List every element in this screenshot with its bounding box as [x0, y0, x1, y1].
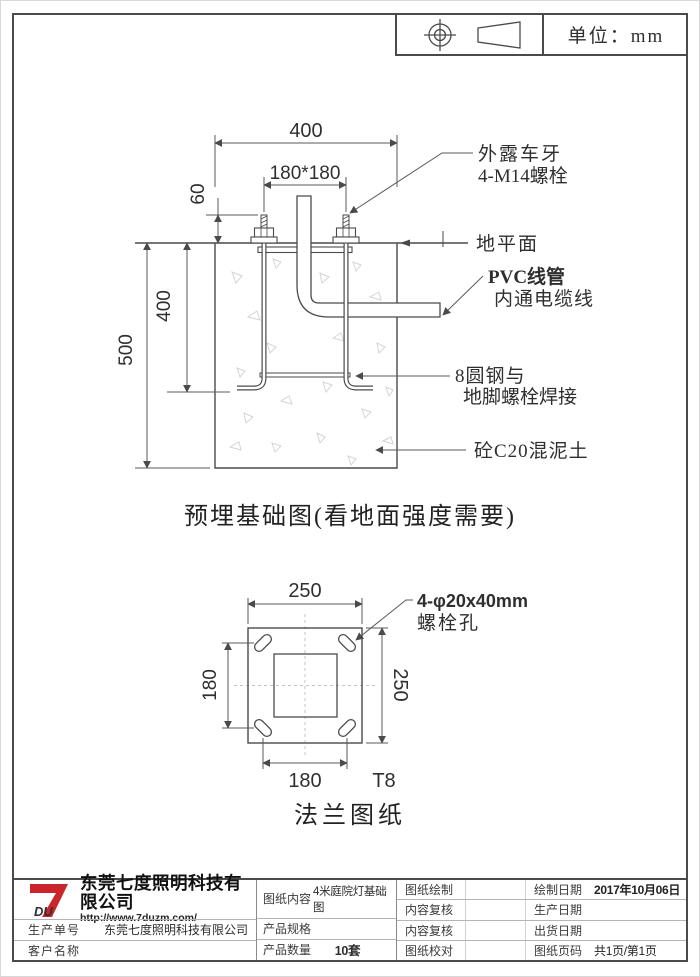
bolt-slots: [253, 633, 357, 738]
row-content-review-1: 内容复核 生产日期: [397, 899, 686, 920]
label-rebar-1: 8圆钢与: [455, 365, 526, 387]
dim-plate-width: [247, 598, 363, 624]
dim-anchor-400-label: 400: [154, 290, 175, 322]
tie-bar: [259, 372, 351, 378]
centerlines: [234, 614, 376, 757]
dim-plate-height: [366, 627, 388, 744]
row-customer-name: 客户名称: [14, 939, 256, 961]
title-block-approval-section: 图纸绘制 绘制日期 2017年10月06日 内容复核 生产日期 内容复核 出货日…: [396, 880, 686, 960]
drawing-content-label: 图纸内容: [263, 892, 312, 907]
company-name: 东莞七度照明科技有限公司: [80, 873, 242, 912]
dim-exposed-60-label: 60: [188, 183, 209, 204]
dim-bolt-spacing-label: 180*180: [270, 163, 341, 184]
label-bolts-2: 4-M14螺栓: [478, 165, 568, 187]
draw-date-value: 2017年10月06日: [594, 883, 681, 898]
content-review-2-label: 内容复核: [405, 923, 454, 938]
production-no-value: 东莞七度照明科技有限公司: [104, 923, 249, 938]
dim-width-400: [214, 135, 398, 187]
label-slots-1: 4-φ20x40mm: [417, 591, 528, 611]
product-qty-label: 产品数量: [263, 943, 312, 958]
dim-bolt-spacing: [263, 177, 347, 212]
drawn-value: [465, 880, 525, 900]
flange-caption: 法兰图纸: [294, 803, 406, 829]
ship-date-label: 出货日期: [525, 920, 594, 940]
page-no-value: 共1页/第1页: [594, 943, 657, 958]
flange-center-hole: [273, 653, 338, 718]
flange-drawing: 250 180 250 180 T8 4-φ20x40mm 螺栓孔: [200, 580, 528, 792]
company-logo-icon: DU: [30, 883, 68, 919]
title-block-product-section: 图纸内容 4米庭院灯基础图 产品规格 产品数量 10套: [256, 880, 396, 960]
row-drawing-content: 图纸内容 4米庭院灯基础图: [257, 880, 396, 918]
projection-symbols: [397, 15, 544, 54]
company-url[interactable]: http://www.7duzm.com/: [80, 912, 197, 924]
title-block: DU 东莞七度照明科技有限公司 http://www.7duzm.com/ 生产…: [12, 874, 688, 962]
dim-anchor-400: [167, 242, 230, 393]
row-product-qty: 产品数量 10套: [257, 938, 396, 960]
label-concrete: 砼C20混泥土: [474, 440, 589, 462]
production-no-label: 生产单号: [28, 923, 81, 938]
company-header: DU 东莞七度照明科技有限公司 http://www.7duzm.com/: [14, 874, 256, 924]
row-product-spec: 产品规格: [257, 917, 396, 939]
dim-plate-width-label: 250: [288, 580, 321, 602]
pvc-conduit: [296, 195, 441, 318]
flange-plate: [247, 627, 363, 744]
leader-pvc: [442, 275, 484, 316]
drawn-label: 图纸绘制: [405, 883, 454, 898]
row-drawn: 图纸绘制 绘制日期 2017年10月06日: [397, 880, 686, 900]
product-qty-value: 10套: [334, 944, 361, 959]
foundation-caption: 预埋基础图(看地面强度需要): [184, 504, 516, 530]
first-angle-circle-icon: [423, 18, 456, 51]
proofread-label: 图纸校对: [405, 943, 454, 958]
concrete-block: [214, 243, 398, 469]
concrete-aggregate-texture: [228, 258, 394, 467]
dim-slot-spacing-v: [222, 642, 254, 729]
leader-bolts: [349, 152, 473, 214]
label-slots-2: 螺栓孔: [417, 612, 480, 634]
dim-slot-spacing-h: [262, 738, 348, 769]
dim-total-500: [135, 242, 210, 469]
dim-slot-spacing-v-label: 180: [200, 669, 221, 701]
content-review-1-label: 内容复核: [405, 903, 454, 918]
plate-thickness-label: T8: [372, 770, 395, 792]
anchor-bolt-right: [332, 214, 373, 391]
dim-exposed-60: [206, 198, 258, 244]
drawing-content-value: 4米庭院灯基础图: [313, 885, 387, 914]
logo-du-text: DU: [34, 904, 53, 919]
title-block-company-section: DU 东莞七度照明科技有限公司 http://www.7duzm.com/ 生产…: [14, 874, 256, 961]
label-bolts-1: 外露车牙: [478, 143, 562, 165]
page-no-label: 图纸页码: [525, 940, 594, 960]
projection-unit-box: 单位：mm: [395, 13, 688, 56]
production-date-label: 生产日期: [525, 900, 594, 920]
label-ground: 地平面: [476, 233, 539, 255]
label-pvc-1: PVC线管: [488, 265, 565, 288]
first-angle-projection-icons: [423, 18, 521, 51]
product-spec-label: 产品规格: [263, 922, 312, 937]
unit-label: 单位：mm: [567, 26, 665, 47]
dim-width-400-label: 400: [289, 120, 322, 142]
proofread-value: [465, 940, 525, 960]
content-review-2-value: [465, 920, 525, 940]
customer-name-label: 客户名称: [28, 943, 81, 958]
leader-slots: [355, 599, 413, 641]
draw-date-label: 绘制日期: [525, 880, 594, 900]
first-angle-cone-icon: [476, 20, 521, 49]
label-pvc-2: 内通电缆线: [494, 288, 594, 310]
anchor-bolt-left: [237, 214, 278, 391]
dim-slot-spacing-h-label: 180: [288, 770, 321, 792]
content-review-1-value: [465, 900, 525, 920]
row-proofread: 图纸校对 图纸页码 共1页/第1页: [397, 939, 686, 960]
dim-total-500-label: 500: [116, 334, 137, 366]
company-text: 东莞七度照明科技有限公司 http://www.7duzm.com/: [80, 874, 256, 925]
row-content-review-2: 内容复核 出货日期: [397, 919, 686, 940]
row-production-no: 生产单号 东莞七度照明科技有限公司: [14, 919, 256, 940]
foundation-drawing: 400 180*180 60 400 500 外露车牙 4-M14螺栓 地平面 …: [116, 120, 594, 469]
dim-plate-height-label: 250: [389, 668, 411, 701]
label-rebar-2: 地脚螺栓焊接: [463, 386, 577, 408]
